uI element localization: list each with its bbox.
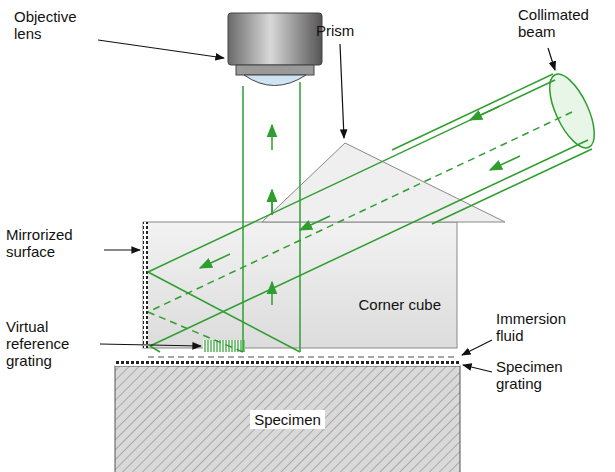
immersion-fluid xyxy=(148,356,458,358)
part-label: Virtual reference grating xyxy=(6,318,100,369)
part-label: Prism xyxy=(316,22,376,39)
leader-lines xyxy=(98,40,555,372)
objective-body xyxy=(228,13,322,65)
specimen-block xyxy=(115,366,460,472)
node-label: Specimen xyxy=(250,410,325,429)
node-label: Corner cube xyxy=(354,295,445,314)
specimen-box: Specimen xyxy=(115,366,460,472)
corner-cube-box: Corner cube xyxy=(143,222,457,348)
beam xyxy=(148,68,603,352)
specimen-grating xyxy=(115,361,460,366)
part-label: Objective lens xyxy=(14,8,98,42)
prism xyxy=(262,143,505,222)
part-label: Immersion fluid xyxy=(496,310,596,344)
part-label: Collimated beam xyxy=(518,6,610,40)
mirror-surface xyxy=(143,222,148,348)
part-label: Specimen grating xyxy=(496,358,606,392)
objective-lens xyxy=(244,75,306,86)
objective-ring xyxy=(236,65,314,75)
part-label: Mirrorized surface xyxy=(6,226,104,260)
